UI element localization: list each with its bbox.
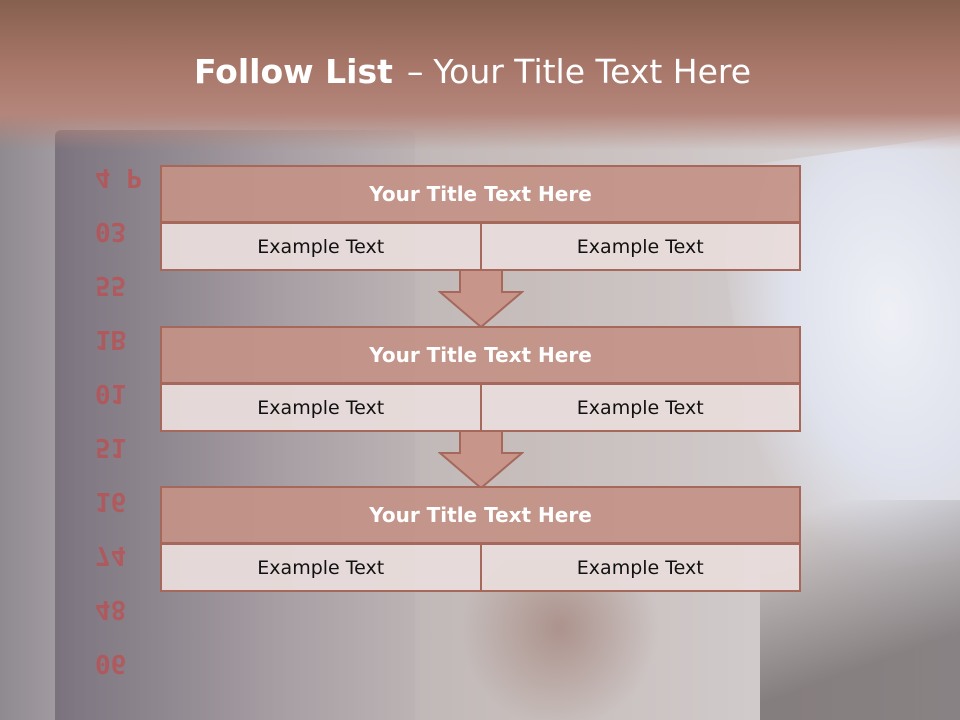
step-title[interactable]: Your Title Text Here [160,165,801,223]
step-cell-left[interactable]: Example Text [160,543,482,592]
step-cell-right[interactable]: Example Text [481,222,801,271]
elevator-digits: 4 P 03 55 1B 01 51 16 74 48 06 [95,150,155,690]
digit-display: 48 [95,594,127,624]
down-arrow-icon [438,270,524,328]
step-title[interactable]: Your Title Text Here [160,326,801,384]
title-dash: – [406,52,424,91]
digit-display: 16 [95,486,127,516]
step-row: Example Text Example Text [160,222,801,271]
flow-step[interactable]: Your Title Text Here Example Text Exampl… [160,165,801,271]
flow-step[interactable]: Your Title Text Here Example Text Exampl… [160,326,801,432]
step-row: Example Text Example Text [160,543,801,592]
title-rest: Your Title Text Here [433,52,752,91]
digit-display: 55 [95,270,127,300]
step-cell-right[interactable]: Example Text [481,383,801,432]
step-title[interactable]: Your Title Text Here [160,486,801,544]
down-arrow-icon [438,431,524,489]
digit-display: 51 [95,432,127,462]
flow-step[interactable]: Your Title Text Here Example Text Exampl… [160,486,801,592]
digit-display: 03 [95,216,127,246]
step-row: Example Text Example Text [160,383,801,432]
digit-display: 74 [95,540,127,570]
step-cell-left[interactable]: Example Text [160,222,482,271]
title-bold: Follow List [193,52,393,91]
header-band [0,0,960,150]
digit-display: 01 [95,378,127,408]
digit-display: 1B [95,324,127,354]
slide-title[interactable]: Follow List–Your Title Text Here [0,52,945,91]
step-cell-right[interactable]: Example Text [481,543,801,592]
digit-display: 06 [95,648,127,678]
step-cell-left[interactable]: Example Text [160,383,482,432]
digit-display: 4 P [95,162,142,192]
